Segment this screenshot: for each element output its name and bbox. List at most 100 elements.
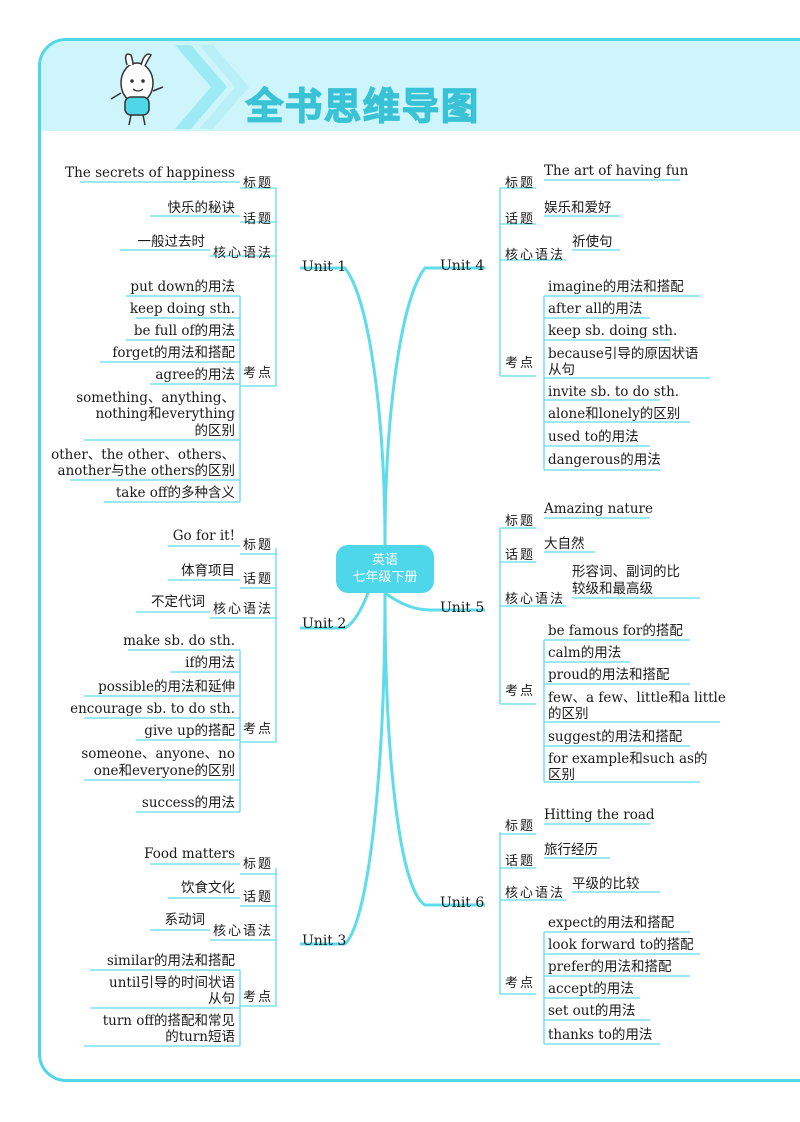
unit5-point: calm的用法 <box>548 645 622 661</box>
unit3-label-topic: 话题 <box>243 890 274 905</box>
unit6-topic: 旅行经历 <box>544 842 598 858</box>
unit1-point: take off的多种含义 <box>115 485 235 501</box>
unit1-label-topic: 话题 <box>243 212 274 227</box>
unit1-node: Unit 1 <box>302 259 347 275</box>
unit1-point: other、the other、others、 <box>51 447 235 463</box>
unit5-label-points: 考点 <box>505 684 536 699</box>
unit6-point: set out的用法 <box>548 1003 636 1019</box>
unit4-topic: 娱乐和爱好 <box>544 200 612 216</box>
unit2-point: someone、anyone、no <box>81 746 235 762</box>
unit6-title: Hitting the road <box>544 807 655 823</box>
unit5-point: suggest的用法和搭配 <box>548 729 683 745</box>
unit6-point: expect的用法和搭配 <box>548 915 675 931</box>
unit5-point: 区别 <box>548 767 575 783</box>
unit1-point: agree的用法 <box>155 367 235 383</box>
unit5-label-grammar: 核心语法 <box>505 592 566 607</box>
unit5-point: few、a few、little和a little <box>548 690 726 706</box>
unit6-point: look forward to的搭配 <box>548 937 694 953</box>
unit2-node: Unit 2 <box>302 616 347 632</box>
unit3-title: Food matters <box>144 846 235 862</box>
unit5-grammar: 形容词、副词的比 <box>572 564 680 580</box>
unit2-point: one和everyone的区别 <box>93 763 235 779</box>
unit4-point: 从句 <box>548 362 575 378</box>
unit5-point: proud的用法和搭配 <box>548 667 670 683</box>
unit1-point: keep doing sth. <box>129 301 235 317</box>
unit4-label-points: 考点 <box>505 356 536 371</box>
unit6-label-title: 标题 <box>505 819 536 834</box>
unit1-point: another与the others的区别 <box>57 463 235 479</box>
unit5-point: be famous for的搭配 <box>548 623 683 639</box>
unit5-point: 的区别 <box>548 706 589 722</box>
unit5-title: Amazing nature <box>544 501 653 517</box>
unit2-grammar: 不定代词 <box>151 594 205 610</box>
unit2-topic: 体育项目 <box>181 563 235 579</box>
unit4-point: dangerous的用法 <box>548 452 661 468</box>
unit4-point: after all的用法 <box>548 301 643 317</box>
unit3-node: Unit 3 <box>302 933 347 949</box>
unit2-label-points: 考点 <box>243 722 274 737</box>
center-grade: 七年级下册 <box>352 570 418 585</box>
unit6-point: accept的用法 <box>548 981 634 997</box>
unit4-point: alone和lonely的区别 <box>548 406 681 422</box>
unit5-grammar: 较级和最高级 <box>572 581 653 597</box>
unit2-point: make sb. do sth. <box>123 633 235 649</box>
unit1-grammar: 一般过去时 <box>137 234 206 250</box>
unit1-point: nothing和everything <box>95 406 235 422</box>
unit2-label-title: 标题 <box>243 538 274 553</box>
unit4-point: keep sb. doing sth. <box>548 323 678 339</box>
unit1-point: be full of的用法 <box>133 323 235 339</box>
unit5-point: for example和such as的 <box>548 751 708 767</box>
unit4-title: The art of having fun <box>544 163 689 179</box>
header-band: 全书思维导图 <box>41 41 800 131</box>
unit6-label-points: 考点 <box>505 976 536 991</box>
unit1-label-grammar: 核心语法 <box>213 246 274 261</box>
unit5-node: Unit 5 <box>440 600 485 616</box>
unit3-point: 的turn短语 <box>165 1029 235 1045</box>
page-frame: 全书思维导图 <box>38 38 800 1082</box>
unit1-label-title: 标题 <box>243 176 274 191</box>
unit1-point: forget的用法和搭配 <box>112 345 235 361</box>
unit1-title: The secrets of happiness <box>65 165 235 181</box>
unit4-point: used to的用法 <box>548 429 639 445</box>
unit2-title: Go for it! <box>172 528 235 544</box>
unit3-topic: 饮食文化 <box>181 880 235 896</box>
unit5-label-topic: 话题 <box>505 548 536 563</box>
unit4-node: Unit 4 <box>440 258 485 274</box>
unit1-point: 的区别 <box>194 423 236 439</box>
unit3-point: 从句 <box>208 991 235 1007</box>
unit6-grammar: 平级的比较 <box>572 876 640 892</box>
unit3-label-points: 考点 <box>243 990 274 1005</box>
unit3-point: turn off的搭配和常见 <box>102 1013 235 1029</box>
unit1-point: put down的用法 <box>130 279 235 295</box>
unit6-node: Unit 6 <box>440 895 485 911</box>
unit3-grammar: 系动词 <box>164 912 206 928</box>
unit2-point: success的用法 <box>141 795 235 811</box>
unit2-label-grammar: 核心语法 <box>213 602 274 617</box>
unit1-topic: 快乐的秘诀 <box>167 200 236 216</box>
unit6-point: prefer的用法和搭配 <box>548 959 672 975</box>
unit6-label-grammar: 核心语法 <box>505 886 566 901</box>
unit2-point: encourage sb. to do sth. <box>70 701 235 717</box>
unit3-point: until引导的时间状语 <box>109 975 235 991</box>
unit4-label-title: 标题 <box>505 176 536 191</box>
unit1-point: something、anything、 <box>76 390 235 406</box>
unit3-point: similar的用法和搭配 <box>106 953 235 969</box>
unit6-label-topic: 话题 <box>505 854 536 869</box>
unit5-topic: 大自然 <box>544 536 585 552</box>
unit2-label-topic: 话题 <box>243 572 274 587</box>
mascot-icon <box>110 53 164 126</box>
unit6-point: thanks to的用法 <box>548 1027 653 1043</box>
unit4-point: because引导的原因状语 <box>548 346 699 362</box>
center-subject: 英语 <box>371 553 398 568</box>
center-node: 英语 七年级下册 <box>336 545 434 593</box>
unit2-point: give up的搭配 <box>144 723 235 739</box>
unit2-point: possible的用法和延伸 <box>98 679 235 695</box>
unit4-label-grammar: 核心语法 <box>505 248 566 263</box>
unit2-point: if的用法 <box>185 655 235 671</box>
page-title: 全书思维导图 <box>245 84 480 129</box>
unit4-label-topic: 话题 <box>505 212 536 227</box>
unit5-label-title: 标题 <box>505 514 536 529</box>
unit4-point: imagine的用法和搭配 <box>548 279 684 295</box>
unit4-grammar: 祈使句 <box>572 234 613 250</box>
